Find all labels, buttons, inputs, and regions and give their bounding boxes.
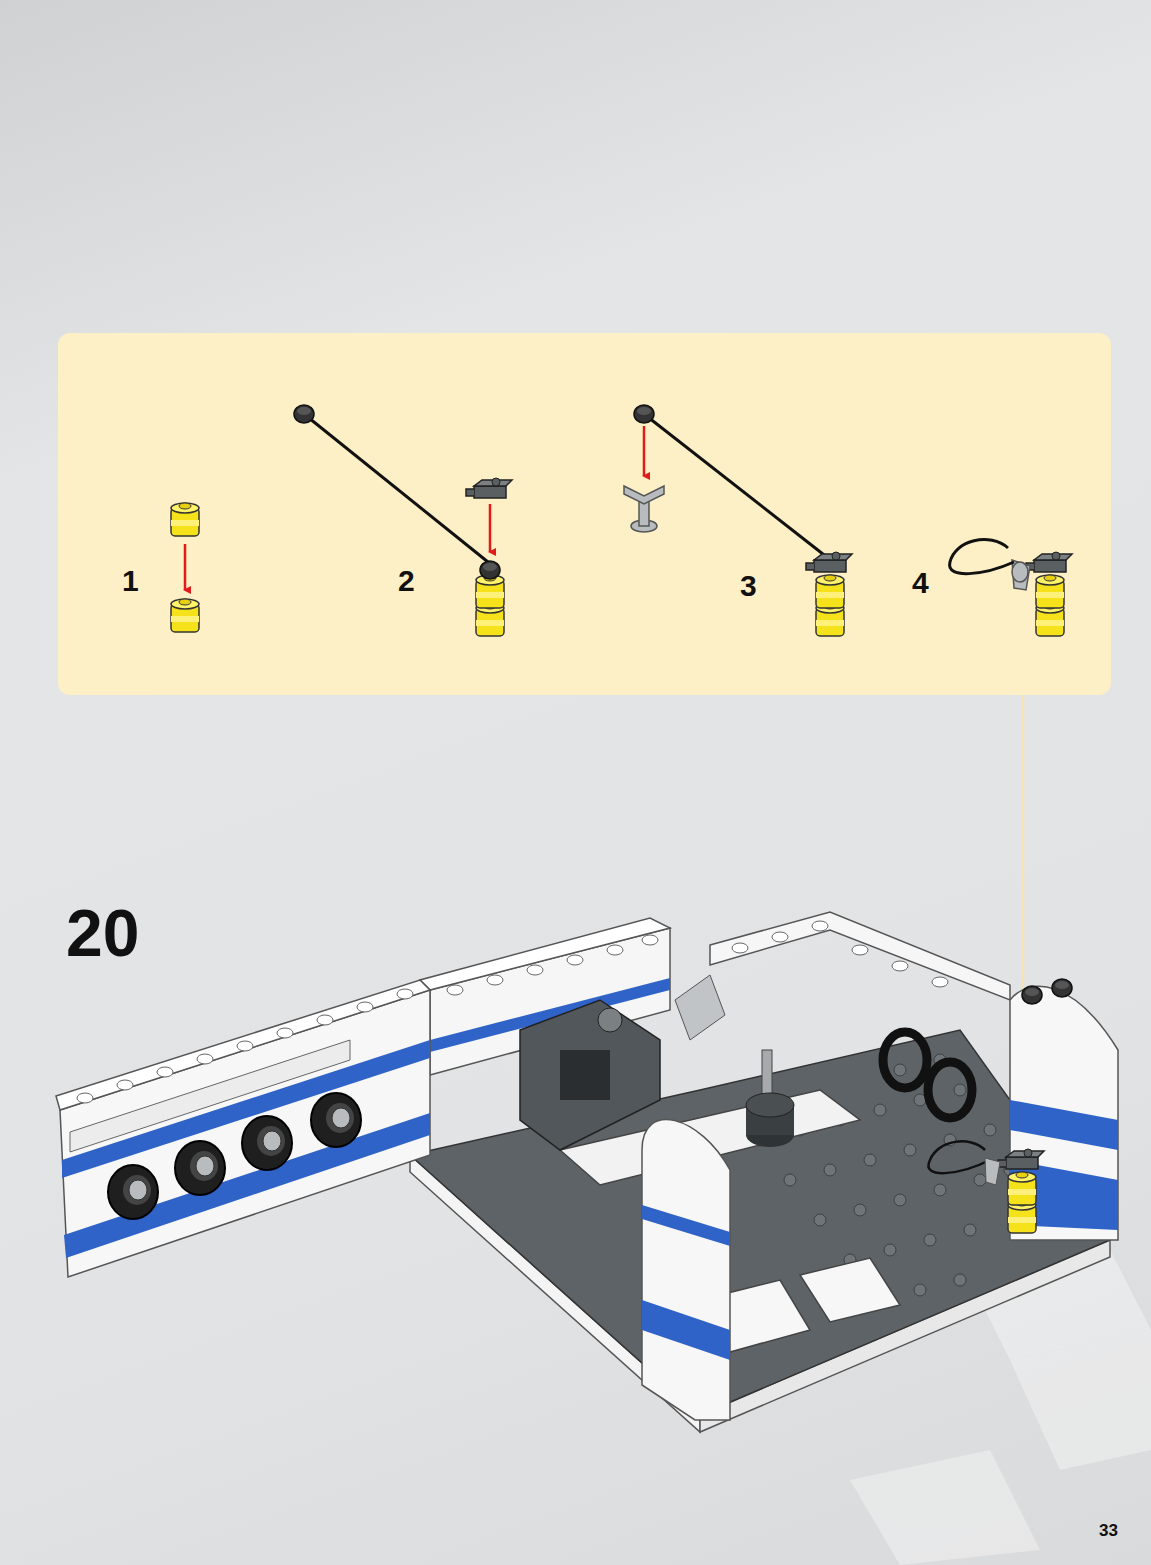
step-number: 20 — [66, 900, 139, 966]
callout-number: 2 — [398, 566, 415, 596]
callout-number: 1 — [122, 566, 139, 596]
subassembly-panel — [58, 333, 1111, 695]
callout-number: 4 — [912, 568, 929, 598]
callout-number: 3 — [740, 571, 757, 601]
page-number: 33 — [1099, 1522, 1118, 1539]
